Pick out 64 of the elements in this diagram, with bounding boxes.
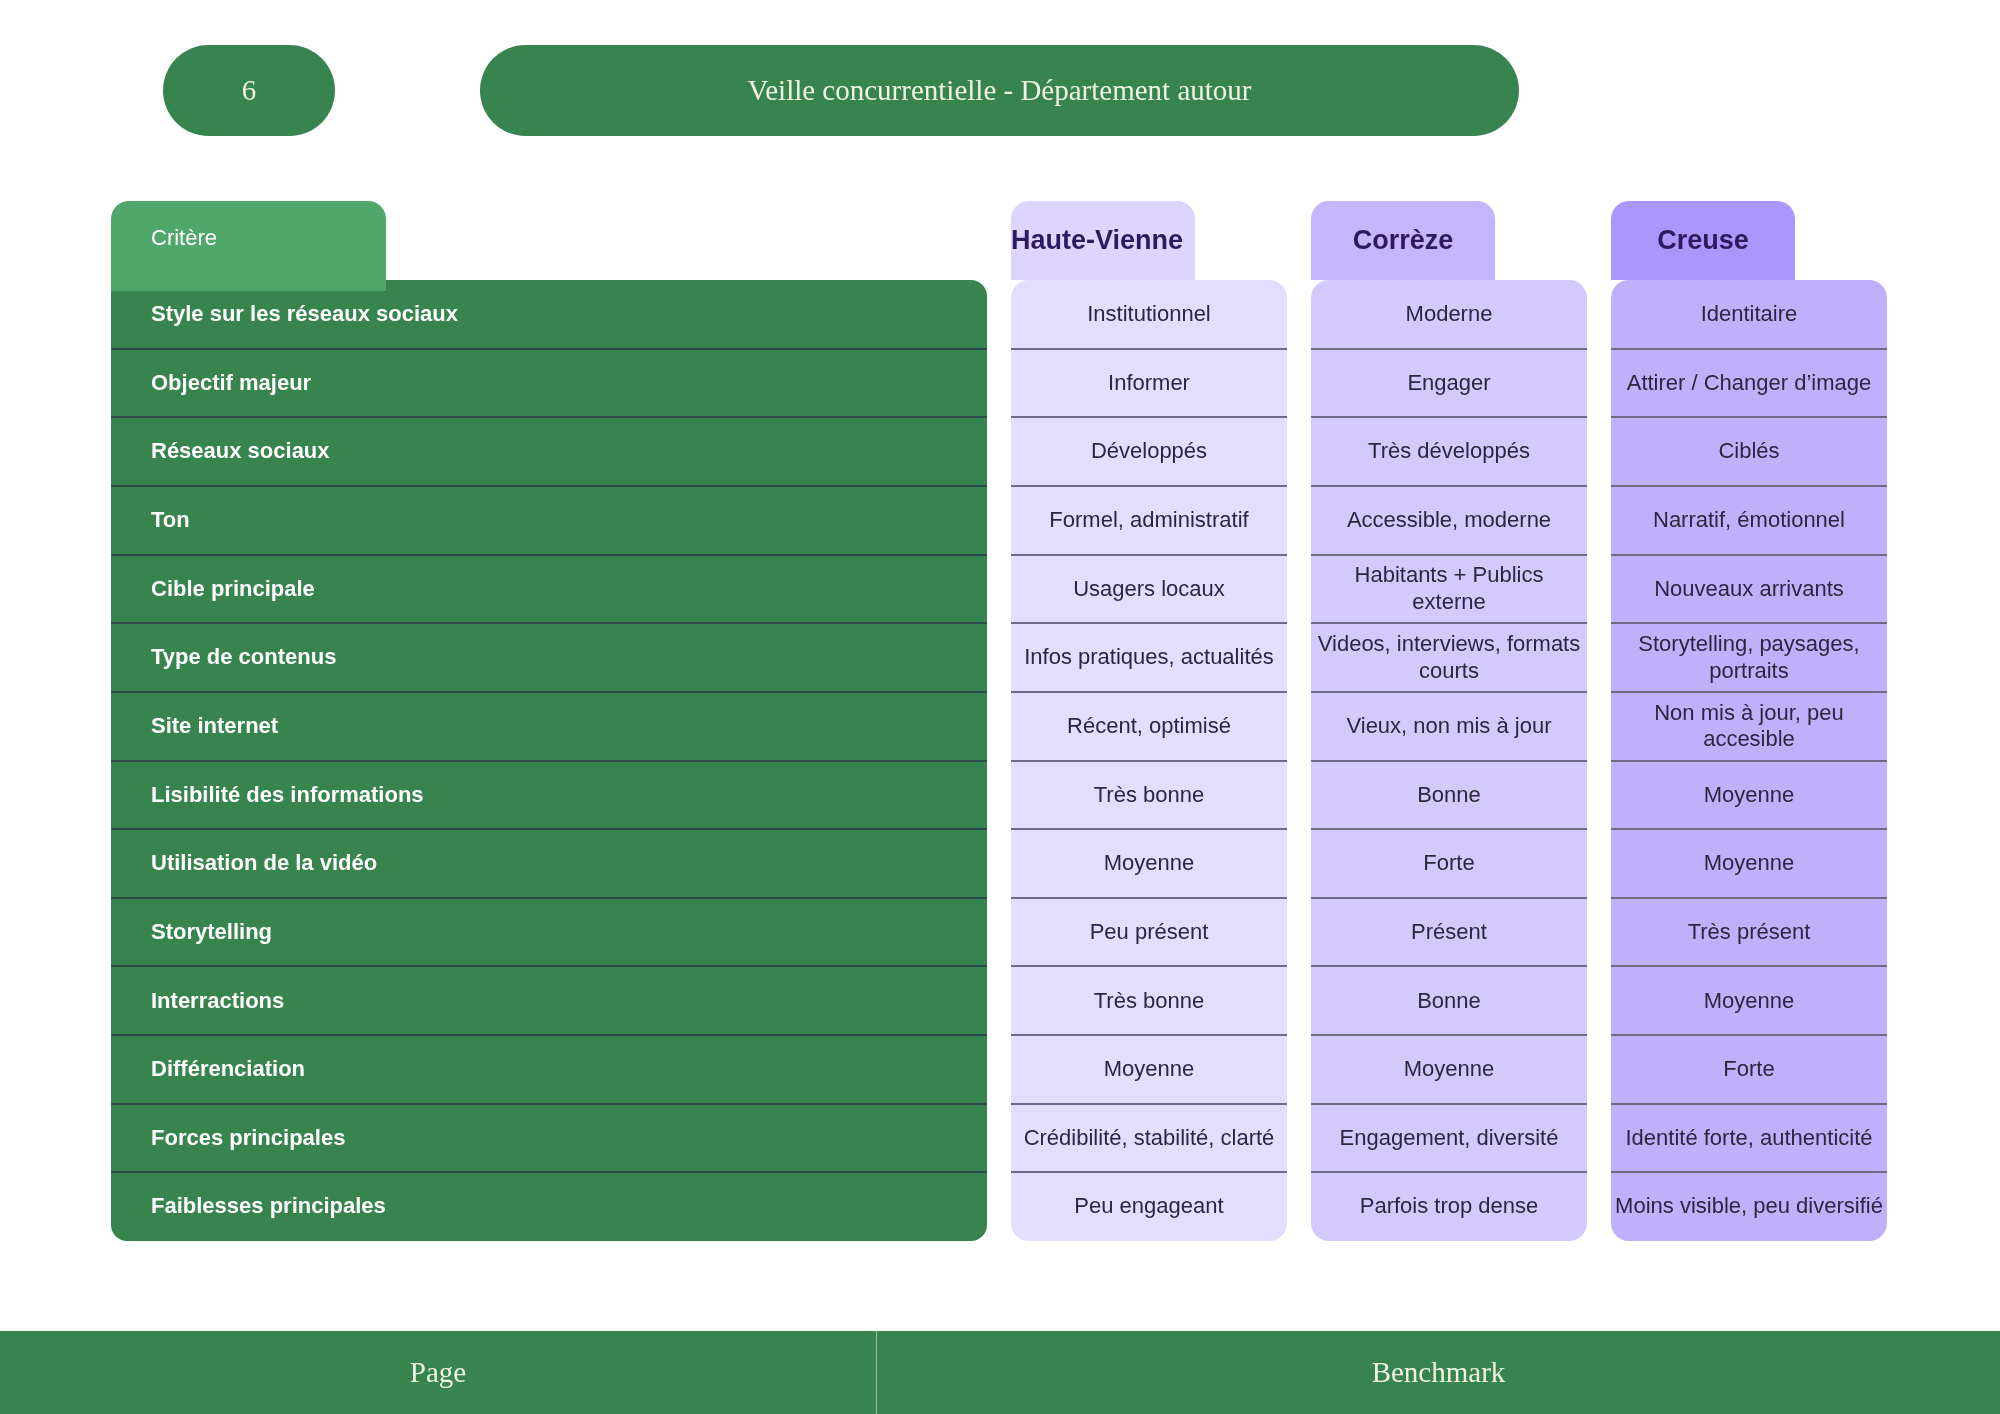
table-cell-text: Institutionnel: [1086, 300, 1212, 329]
row-header: Ton: [150, 506, 191, 535]
table-cell-text: Usagers locaux: [1072, 574, 1226, 603]
table-cell-text: Présent: [1410, 917, 1488, 946]
row-header: Utilisation de la vidéo: [150, 849, 379, 878]
table-cell-text: Crédibilité, stabilité, clarté: [1022, 1123, 1276, 1152]
footer-bar: Page: [0, 1331, 876, 1414]
table-cell-text: Infos pratiques, actualités: [1023, 643, 1275, 672]
table-cell-text: Très présent: [1686, 917, 1812, 946]
table-cell-text: Très bonne: [1092, 780, 1206, 809]
table-cell-text: Informer: [1107, 368, 1191, 397]
table-cell-text: Moyenne: [1102, 1055, 1196, 1084]
row-header: Interractions: [150, 986, 286, 1015]
table-cell-text: Accessible, moderne: [1345, 506, 1553, 535]
row-header: Différenciation: [150, 1055, 307, 1084]
table-cell-text: Peu présent: [1088, 917, 1210, 946]
table-cell-text: Peu engageant: [1073, 1192, 1225, 1221]
table-cell-text: Moins visible, peu diversifié: [1614, 1192, 1884, 1221]
table-cell-text: Très développés: [1367, 437, 1531, 466]
table-cell-text: Identité forte, authenticité: [1624, 1123, 1874, 1152]
table-cell-text: Engager: [1406, 368, 1492, 397]
table-cell-text: Forte: [1422, 849, 1476, 878]
row-header: Storytelling: [150, 917, 273, 946]
title-pill: Veille concurrentielle - Département autour: [480, 45, 1519, 136]
table-cell-text: Forte: [1722, 1055, 1776, 1084]
table-cell-text: Ciblés: [1717, 437, 1781, 466]
column-header-tab: Haute-Vienne: [1011, 201, 1195, 280]
table-cell-text: Narratif, émotionnel: [1652, 506, 1846, 535]
table-cell-text: Développés: [1089, 437, 1209, 466]
row-header: Lisibilité des informations: [150, 780, 425, 809]
row-header: Cible principale: [150, 574, 316, 603]
row-header: Réseaux sociaux: [150, 437, 331, 466]
table-cell-text: Formel, administratif: [1048, 506, 1250, 535]
row-header: Site internet: [150, 711, 280, 740]
table-cell-text: Moderne: [1404, 300, 1494, 329]
column-header-tab: Creuse: [1611, 201, 1795, 280]
table-cell-text: Habitants + Publics externe: [1353, 561, 1545, 616]
column-header-tab: Critère: [111, 201, 386, 291]
table-cell-text: Storytelling, paysages, portraits: [1637, 630, 1861, 685]
page-number-pill: 6: [163, 45, 335, 136]
table-cell-text: Videos, interviews, formats courts: [1316, 630, 1582, 685]
table-cell-text: Bonne: [1416, 986, 1482, 1015]
table-cell-text: Engagement, diversité: [1338, 1123, 1560, 1152]
table-cell-text: Moyenne: [1702, 986, 1796, 1015]
table-cell-text: Moyenne: [1402, 1055, 1496, 1084]
table-cell-text: Bonne: [1416, 780, 1482, 809]
table-cell-text: Parfois trop dense: [1358, 1192, 1540, 1221]
table-cell-text: Très bonne: [1092, 986, 1206, 1015]
column-header-tab: Corrèze: [1311, 201, 1495, 280]
table-cell-text: Moyenne: [1102, 849, 1196, 878]
table-cell-text: Vieux, non mis à jour: [1345, 711, 1553, 740]
table-cell-text: Attirer / Changer d’image: [1625, 368, 1873, 397]
row-header: Type de contenus: [150, 643, 338, 672]
footer-bar: Benchmark: [877, 1331, 2000, 1414]
row-header: Style sur les réseaux sociaux: [150, 300, 459, 329]
table-cell-text: Récent, optimisé: [1066, 711, 1232, 740]
table-cell-text: Non mis à jour, peu accesible: [1653, 698, 1845, 754]
row-header: Faiblesses principales: [150, 1192, 387, 1221]
table-cell-text: Nouveaux arrivants: [1653, 574, 1845, 603]
row-header: Forces principales: [150, 1123, 347, 1152]
table-cell-text: Identitaire: [1699, 300, 1799, 329]
table-cell-text: Moyenne: [1702, 849, 1796, 878]
row-header: Objectif majeur: [150, 368, 313, 397]
table-cell-text: Moyenne: [1702, 780, 1796, 809]
